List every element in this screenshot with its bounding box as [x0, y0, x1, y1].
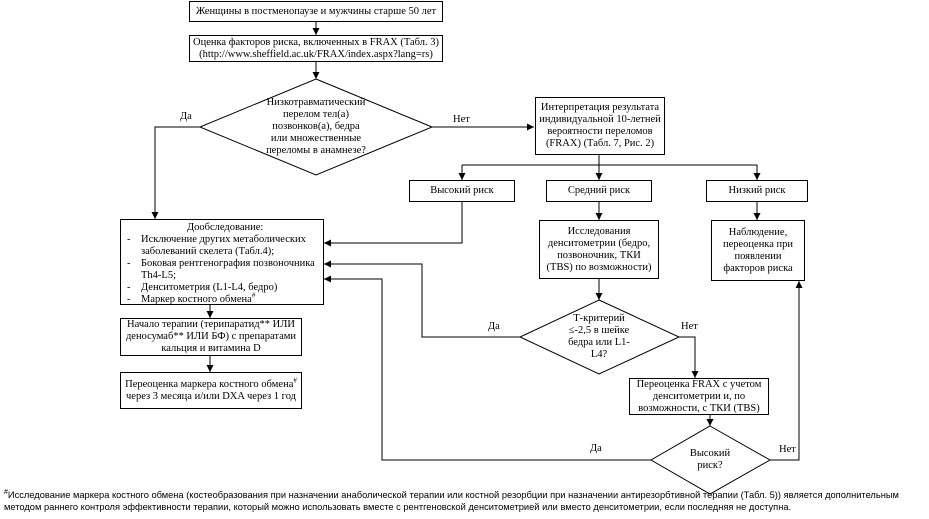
footnote: #Исследование маркера костного обмена (к…	[4, 489, 924, 513]
densitometry-box: Исследования денситометрии (бедро, позво…	[539, 220, 659, 279]
bullet-dash: -	[127, 258, 131, 269]
mid-risk-box: Средний риск	[546, 180, 652, 202]
low-risk-box: Низкий риск	[706, 180, 808, 202]
tscore-q-line: Т-критерий	[573, 313, 625, 324]
tscore-decision-diamond	[518, 299, 681, 375]
densitometry-line: позвоночник, ТКИ	[557, 249, 641, 261]
extra-exam-box: Дообследование: -Исключение других метаб…	[120, 219, 324, 305]
arrow-hrq-no-to-observation	[769, 281, 803, 461]
exam-item-text: Исключение других метаболических	[141, 234, 306, 245]
high-risk-label: Высокий риск	[430, 185, 494, 196]
reassess-marker-line: Переоценка маркера костного обмена#	[125, 376, 297, 391]
observation-line: Наблюдение,	[728, 226, 788, 238]
tscore-q-line: ≤-2,5 в шейке	[568, 325, 630, 336]
arrow-hrq-yes-to-exam	[324, 275, 651, 461]
interpret-line: индивидуальной 10-летней	[539, 114, 661, 125]
footnote-mark: #	[293, 376, 297, 384]
tscore-question: Т-критерий ≤-2,5 в шейке бедра или L1- L…	[545, 312, 653, 362]
bullet-dash: -	[127, 234, 131, 245]
fracture-q-line: позвонков(а), бедра	[272, 121, 360, 132]
therapy-box: Начало терапии (терипаратид** ИЛИ деносу…	[120, 318, 302, 356]
label-yes-tscore: Да	[488, 321, 500, 332]
arrow-high-risk-to-exam	[324, 202, 463, 247]
label-no-fracture: Нет	[453, 114, 470, 125]
footnote-line-2: методом раннего контроля эффективности т…	[4, 502, 792, 512]
frax-url: (http://www.sheffield.ac.uk/FRAX/index.a…	[199, 48, 433, 60]
observation-line: переоценка при	[722, 238, 794, 250]
label-yes-fracture: Да	[180, 111, 192, 122]
start-text: Женщины в постменопаузе и мужчины старше…	[195, 5, 437, 17]
arrow-tscore-no-to-frax	[678, 336, 699, 378]
interpret-line: Интерпретация результата	[540, 102, 660, 113]
exam-item-text: заболеваний скелета (Табл.4);	[141, 246, 275, 257]
observation-line: появлении	[734, 250, 782, 262]
label-no-tscore: Нет	[681, 321, 698, 332]
reassess-frax-line: возможности, с ТКИ (TBS)	[638, 402, 760, 414]
reassess-marker-line: через 3 месяца и/или DXA через 1 год	[126, 390, 296, 402]
label-no-high-risk: Нет	[779, 444, 796, 455]
high-risk-question: Высокий риск?	[670, 446, 750, 474]
fracture-q-line: перелом тел(а)	[283, 109, 349, 120]
reassess-frax-line: Переоценка FRAX с учетом	[636, 378, 762, 390]
high-risk-decision-diamond	[649, 425, 772, 495]
arrow-tscore-yes-to-exam	[324, 260, 520, 338]
start-box: Женщины в постменопаузе и мужчины старше…	[189, 1, 443, 22]
footnote-mark: #	[4, 488, 8, 496]
low-risk-label: Низкий риск	[728, 185, 786, 196]
fracture-q-line: переломы в анамнезе?	[266, 145, 366, 156]
high-risk-box: Высокий риск	[409, 180, 515, 202]
observation-box: Наблюдение, переоценка при появлении фак…	[711, 220, 805, 281]
arrow-fracture-yes-to-exam	[151, 126, 200, 219]
exam-item: -Маркер костного обмена#	[127, 291, 256, 306]
exam-item-text: Маркер костного обмена	[141, 294, 252, 305]
exam-item: -Боковая рентгенография позвоночника	[127, 258, 315, 270]
fracture-decision-diamond	[198, 78, 434, 176]
reassess-frax-box: Переоценка FRAX с учетом денситометрии и…	[629, 378, 769, 415]
interpret-line: (FRAX) (Табл. 7, Рис. 2)	[545, 138, 655, 149]
frax-box: Оценка факторов риска, включенных в FRAX…	[189, 35, 443, 62]
exam-item-text: Th4-L5;	[141, 270, 176, 281]
reassess-marker-text: Переоценка маркера костного обмена	[125, 378, 294, 390]
exam-item: -Денситометрия (L1-L4, бедро)	[127, 282, 277, 294]
fracture-question: Низкотравматический перелом тел(а) позво…	[236, 95, 396, 159]
label-yes-high-risk: Да	[590, 443, 602, 454]
footnote-line-1: #Исследование маркера костного обмена (к…	[4, 489, 924, 501]
reassess-marker-box: Переоценка маркера костного обмена# чере…	[120, 372, 302, 409]
therapy-line: Начало терапии (терипаратид** ИЛИ	[127, 319, 295, 330]
tscore-q-line: L4?	[590, 349, 608, 360]
exam-item-text: Денситометрия (L1-L4, бедро)	[141, 282, 278, 293]
footnote-mark: #	[251, 291, 256, 300]
interpret-line: вероятности переломов	[547, 126, 653, 137]
densitometry-line: денситометрии (бедро,	[547, 237, 651, 249]
high-risk-q-line: Высокий	[689, 448, 731, 459]
exam-item: -Исключение других метаболических	[127, 234, 306, 246]
observation-line: факторов риска	[723, 262, 793, 274]
fracture-q-line: или множественные	[270, 133, 362, 144]
interpretation-box: Интерпретация результата индивидуальной …	[535, 97, 665, 155]
mid-risk-label: Средний риск	[567, 185, 631, 196]
bullet-dash: -	[127, 294, 131, 305]
exam-item-text: Боковая рентгенография позвоночника	[141, 258, 315, 269]
footnote-text: Исследование маркера костного обмена (ко…	[7, 490, 899, 500]
therapy-line: деносумаб** ИЛИ БФ) с препаратами	[125, 331, 297, 342]
reassess-frax-line: денситометрии и, по	[652, 390, 746, 402]
densitometry-line: Исследования	[567, 225, 631, 237]
densitometry-line: (TBS) по возможности)	[546, 261, 652, 273]
fracture-q-line: Низкотравматический	[266, 97, 366, 108]
frax-text-line-1: Оценка факторов риска, включенных в FRAX…	[193, 36, 439, 48]
bullet-dash: -	[127, 282, 131, 293]
extra-exam-title: Дообследование:	[187, 222, 264, 233]
high-risk-q-line: риск?	[697, 460, 723, 471]
therapy-line: кальция и витамина D	[161, 343, 261, 354]
tscore-q-line: бедра или L1-	[568, 337, 630, 348]
